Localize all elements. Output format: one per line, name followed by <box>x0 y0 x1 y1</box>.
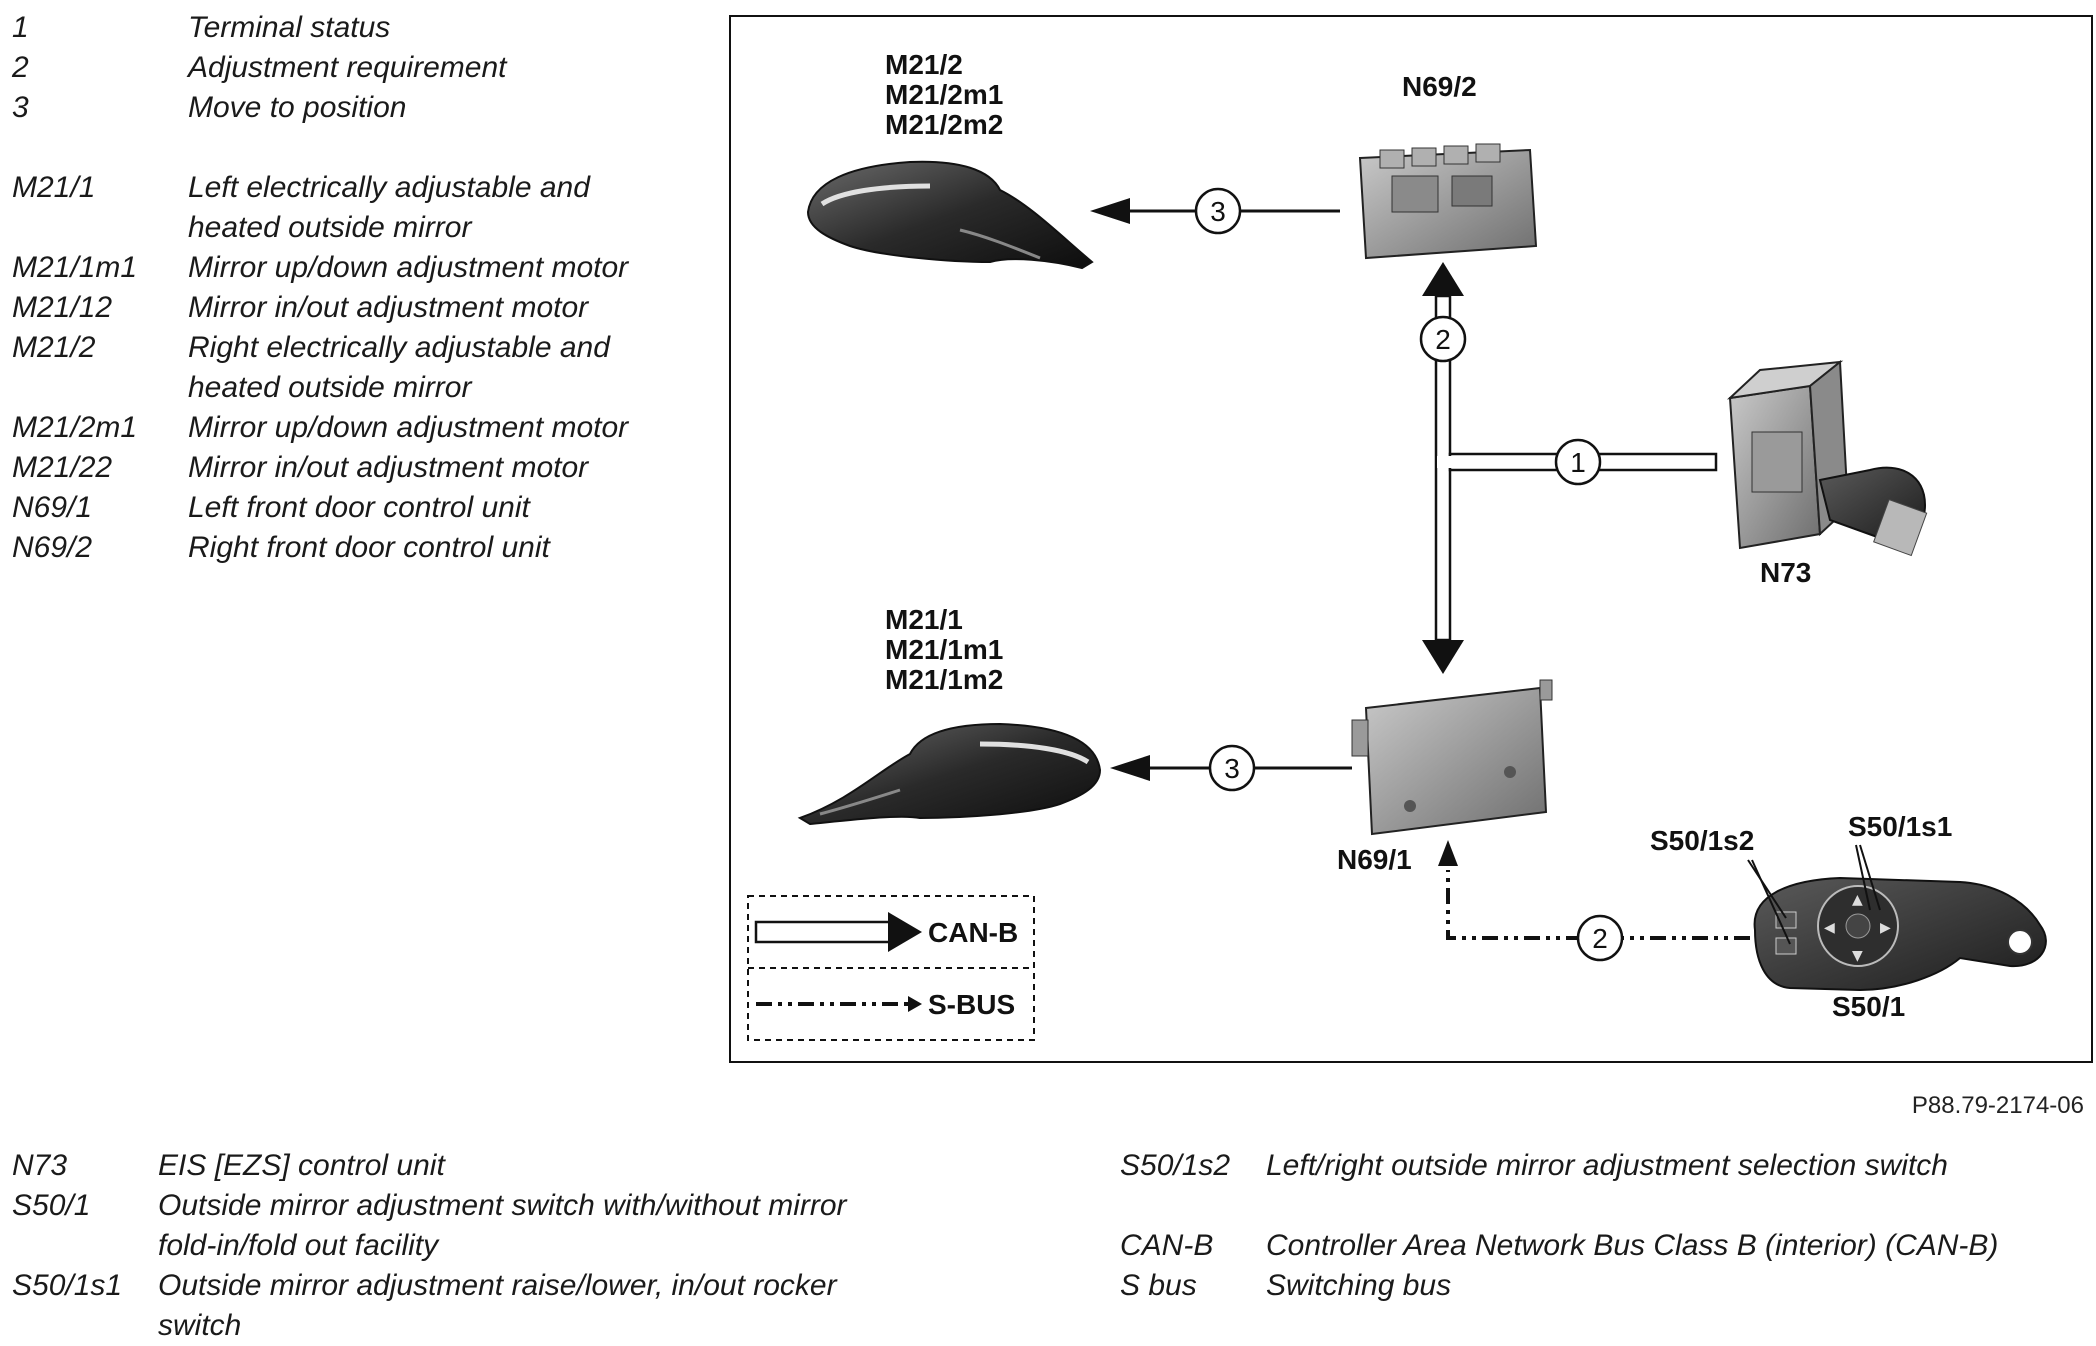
eis-control-unit-icon <box>1726 360 1928 557</box>
legend-desc: Left/right outside mirror adjustment sel… <box>1266 1149 1948 1182</box>
legend-row: S50/1s1 Outside mirror adjustment raise/l… <box>12 1266 912 1346</box>
can-b-key-label: CAN-B <box>928 917 1018 948</box>
legend-desc: Outside mirror adjustment raise/lower, i… <box>158 1269 837 1342</box>
legend-desc: Left electrically adjustable and heated … <box>188 171 590 244</box>
legend-bottom-right: S50/1s2 Left/right outside mirror adjustm… <box>1120 1146 2080 1306</box>
can-b-key-line <box>754 920 892 944</box>
svg-text:▼: ▼ <box>1852 948 1863 964</box>
legend-code: 1 <box>12 11 29 44</box>
legend-code: S50/1s2 <box>1120 1149 1231 1182</box>
legend-code: M21/12 <box>12 291 113 324</box>
legend-code: 2 <box>12 51 29 84</box>
legend-code: M21/22 <box>12 451 113 484</box>
legend-row: 1 Terminal status <box>12 8 672 48</box>
legend-code: S bus <box>1120 1269 1197 1302</box>
legend-row: N69/2 Right front door control unit <box>12 528 672 568</box>
svg-text:▲: ▲ <box>1852 892 1863 908</box>
legend-row: S50/1s2 Left/right outside mirror adjustm… <box>1120 1146 2080 1186</box>
s-bus-key-label: S-BUS <box>928 989 1015 1020</box>
legend-desc: Controller Area Network Bus Class B (int… <box>1266 1229 1999 1262</box>
right-mirror-label: M21/2m1 <box>885 79 1003 110</box>
mirror-adjustment-switch-icon: ▲ ▼ ◀ ▶ <box>1753 876 2047 992</box>
legend-row: M21/2 Right electrically adjustable and h… <box>12 328 672 408</box>
legend-desc: Switching bus <box>1266 1269 1452 1302</box>
legend-desc: Mirror up/down adjustment motor <box>188 411 629 444</box>
diagram-frame <box>729 15 2093 1063</box>
legend-desc: EIS [EZS] control unit <box>158 1149 445 1182</box>
legend-row: S bus Switching bus <box>1120 1266 2080 1306</box>
marker-move-bottom <box>1208 744 1256 792</box>
legend-code: CAN-B <box>1120 1229 1214 1262</box>
right-door-control-unit-icon <box>1358 143 1538 260</box>
legend-code: 3 <box>12 91 29 124</box>
legend-desc: Left front door control unit <box>188 491 530 524</box>
marker-move-top-label: 3 <box>1210 196 1226 227</box>
left-mirror-label: M21/1 <box>885 604 963 635</box>
marker-adjust-top-label: 2 <box>1435 324 1451 355</box>
legend-row: N73 EIS [EZS] control unit <box>12 1146 912 1186</box>
legend-row: S50/1 Outside mirror adjustment switch wi… <box>12 1186 912 1266</box>
legend-code: M21/2 <box>12 331 96 364</box>
left-mirror-icon <box>797 722 1102 826</box>
legend-top: 1 Terminal status 2 Adjustment requirement… <box>12 8 672 568</box>
legend-desc: Right electrically adjustable and heated… <box>188 331 610 404</box>
legend-code: N73 <box>12 1149 68 1182</box>
marker-terminal <box>1554 438 1602 486</box>
n69-1-label: N69/1 <box>1337 844 1412 875</box>
right-mirror-label: M21/2m2 <box>885 109 1003 140</box>
left-mirror-label: M21/1m2 <box>885 664 1003 695</box>
right-mirror-label: M21/2 <box>885 49 963 80</box>
legend-row: M21/1 Left electrically adjustable and he… <box>12 168 672 248</box>
right-mirror-icon <box>806 160 1094 270</box>
legend-desc: Outside mirror adjustment switch with/wi… <box>158 1189 847 1262</box>
n73-label: N73 <box>1760 557 1811 588</box>
marker-adjust-top <box>1419 315 1467 363</box>
figure-id: P88.79-2174-06 <box>1911 1092 2084 1119</box>
svg-text:▶: ▶ <box>1880 920 1891 936</box>
legend-code: S50/1 <box>12 1189 91 1222</box>
legend-code: M21/1m1 <box>12 251 138 284</box>
s50-1s2-label: S50/1s2 <box>1650 825 1754 856</box>
left-door-control-unit-icon <box>1351 679 1553 836</box>
legend-row: 3 Move to position <box>12 88 672 128</box>
legend-code: M21/2m1 <box>12 411 138 444</box>
marker-move-top <box>1194 187 1242 235</box>
legend-desc: Mirror in/out adjustment motor <box>188 451 589 484</box>
legend-desc: Terminal status <box>188 11 391 44</box>
legend-desc: Mirror in/out adjustment motor <box>188 291 589 324</box>
legend-code: N69/1 <box>12 491 93 524</box>
left-mirror-label: M21/1m1 <box>885 634 1003 665</box>
legend-code: M21/1 <box>12 171 96 204</box>
legend-row: M21/12 Mirror in/out adjustment motor <box>12 288 672 328</box>
legend-desc: Right front door control unit <box>188 531 550 564</box>
marker-terminal-label: 1 <box>1570 447 1586 478</box>
legend-desc: Move to position <box>188 91 407 124</box>
legend-row: CAN-B Controller Area Network Bus Class B… <box>1120 1226 2080 1266</box>
marker-move-bottom-label: 3 <box>1224 753 1240 784</box>
bus-key: CAN-B S-BUS <box>747 895 1035 1041</box>
legend-row: M21/2m1 Mirror up/down adjustment motor <box>12 408 672 448</box>
legend-row: M21/22 Mirror in/out adjustment motor <box>12 448 672 488</box>
legend-row: 2 Adjustment requirement <box>12 48 672 88</box>
legend-desc: Mirror up/down adjustment motor <box>188 251 629 284</box>
legend-code: S50/1s1 <box>12 1269 123 1302</box>
svg-text:◀: ◀ <box>1824 920 1835 936</box>
s50-1-label: S50/1 <box>1832 991 1905 1022</box>
marker-adjust-bottom-label: 2 <box>1592 923 1608 954</box>
marker-adjust-bottom <box>1576 914 1624 962</box>
legend-desc: Adjustment requirement <box>188 51 507 84</box>
n69-2-label: N69/2 <box>1402 71 1477 102</box>
legend-row: M21/1m1 Mirror up/down adjustment motor <box>12 248 672 288</box>
s50-1s1-label: S50/1s1 <box>1848 811 1952 842</box>
legend-row: N69/1 Left front door control unit <box>12 488 672 528</box>
legend-code: N69/2 <box>12 531 93 564</box>
